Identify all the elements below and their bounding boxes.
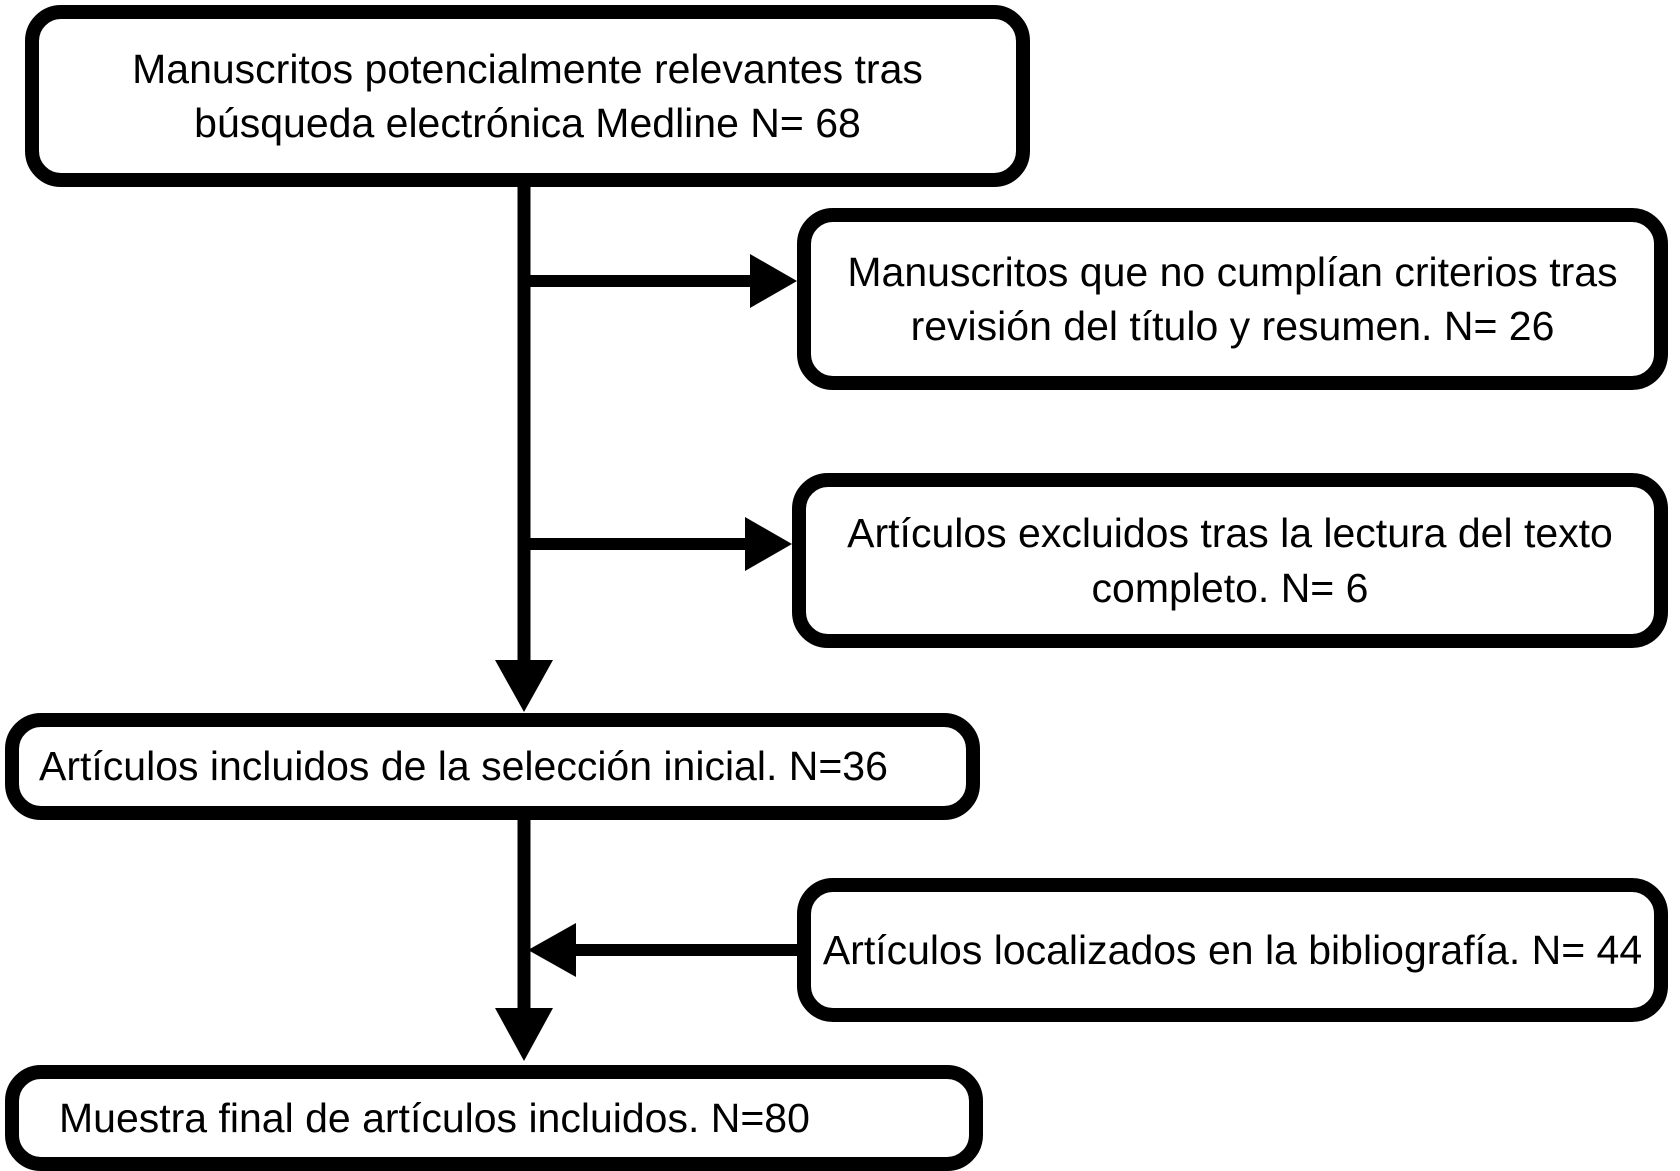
arrowhead-right-to-excluded-fulltext — [745, 517, 792, 571]
box-text-line: Artículos incluidos de la selección inic… — [39, 743, 888, 790]
flow-box-excluded-fulltext: Artículos excluidos tras la lectura del … — [792, 473, 1668, 648]
box-text-line: Artículos localizados en la bibliografía… — [822, 926, 1643, 973]
box-text-line: Manuscritos potencialmente relevantes tr… — [132, 45, 923, 92]
box-text-line: Manuscritos que no cumplían criterios tr… — [847, 248, 1618, 295]
box-text-line: completo. N= 6 — [1091, 564, 1369, 611]
arrowhead-down-to-initial-selection — [495, 660, 553, 712]
flow-box-bibliography: Artículos localizados en la bibliografía… — [797, 878, 1668, 1022]
box-text-line: revisión del título y resumen. N= 26 — [910, 303, 1555, 349]
flow-box-initial-selection: Artículos incluidos de la selección inic… — [5, 713, 980, 820]
flow-box-search-results: Manuscritos potencialmente relevantes tr… — [25, 5, 1030, 187]
box-text-line: búsqueda electrónica Medline N= 68 — [194, 100, 861, 146]
box-text-line: Artículos excluidos tras la lectura del … — [847, 510, 1613, 557]
flow-box-final-sample: Muestra final de artículos incluidos. N=… — [5, 1065, 983, 1171]
arrowhead-left-from-bibliography — [528, 923, 576, 977]
flow-box-excluded-title-abstract: Manuscritos que no cumplían criterios tr… — [797, 208, 1668, 390]
arrowhead-right-to-excluded-title — [750, 254, 797, 308]
box-text-line: Muestra final de artículos incluidos. N=… — [59, 1094, 810, 1141]
arrowhead-down-to-final-sample — [495, 1008, 553, 1061]
